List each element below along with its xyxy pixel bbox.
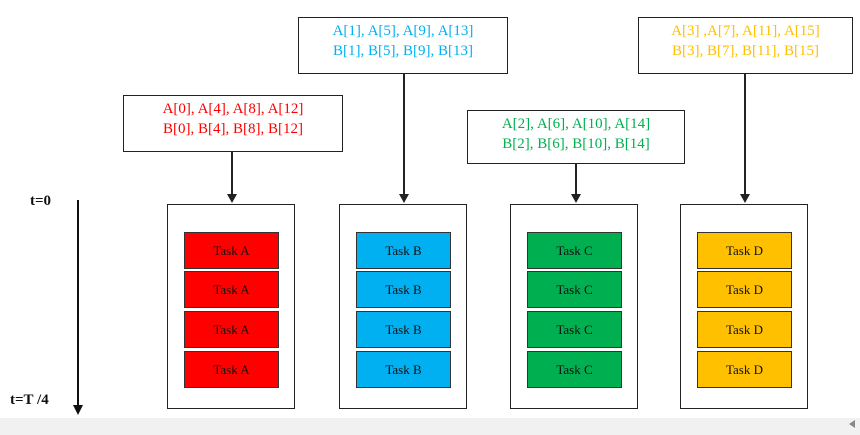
arrow-a-head [227,194,237,203]
task-d-3: Task D [697,311,792,348]
label-box-c: A[2], A[6], A[10], A[14] B[2], B[6], B[1… [467,110,685,164]
task-c-1: Task C [527,232,622,269]
label-a-line1: A[0], A[4], A[8], A[12] [162,101,304,117]
label-c-line2: B[2], B[6], B[10], B[14] [502,136,650,152]
task-c-3: Task C [527,311,622,348]
task-b-2: Task B [356,271,451,308]
time-axis-arrowhead [73,405,83,415]
label-d-line1: A[3] ,A[7], A[11], A[15] [671,23,820,39]
label-box-d: A[3] ,A[7], A[11], A[15] B[3], B[7], B[1… [638,17,853,74]
label-box-b: A[1], A[5], A[9], A[13] B[1], B[5], B[9]… [298,17,508,74]
task-b-4: Task B [356,351,451,388]
arrow-b-head [399,194,409,203]
arrow-c-shaft [575,164,577,194]
task-d-4: Task D [697,351,792,388]
arrow-a-shaft [231,152,233,194]
task-b-3: Task B [356,311,451,348]
task-a-2: Task A [184,271,279,308]
label-c-line1: A[2], A[6], A[10], A[14] [501,116,651,132]
arrow-d-head [740,194,750,203]
task-a-1: Task A [184,232,279,269]
task-a-3: Task A [184,311,279,348]
task-container-a: Task A Task A Task A Task A [167,204,295,409]
task-container-d: Task D Task D Task D Task D [680,204,808,409]
label-d-line2: B[3], B[7], B[11], B[15] [672,43,819,59]
arrow-c-head [571,194,581,203]
arrow-b-shaft [403,74,405,194]
task-d-2: Task D [697,271,792,308]
time-start-label: t=0 [30,193,52,209]
label-a-line2: B[0], B[4], B[8], B[12] [163,121,303,137]
label-box-a: A[0], A[4], A[8], A[12] B[0], B[4], B[8]… [123,95,343,152]
time-end-label: t=T /4 [10,392,49,408]
scroll-left-icon [849,420,855,428]
task-b-1: Task B [356,232,451,269]
task-c-2: Task C [527,271,622,308]
task-container-b: Task B Task B Task B Task B [339,204,467,409]
task-a-4: Task A [184,351,279,388]
bottom-strip [0,418,860,435]
label-b-line1: A[1], A[5], A[9], A[13] [332,23,474,39]
label-b-line2: B[1], B[5], B[9], B[13] [333,43,473,59]
arrow-d-shaft [744,74,746,194]
task-container-c: Task C Task C Task C Task C [510,204,638,409]
task-c-4: Task C [527,351,622,388]
task-d-1: Task D [697,232,792,269]
time-axis-line [77,200,79,405]
